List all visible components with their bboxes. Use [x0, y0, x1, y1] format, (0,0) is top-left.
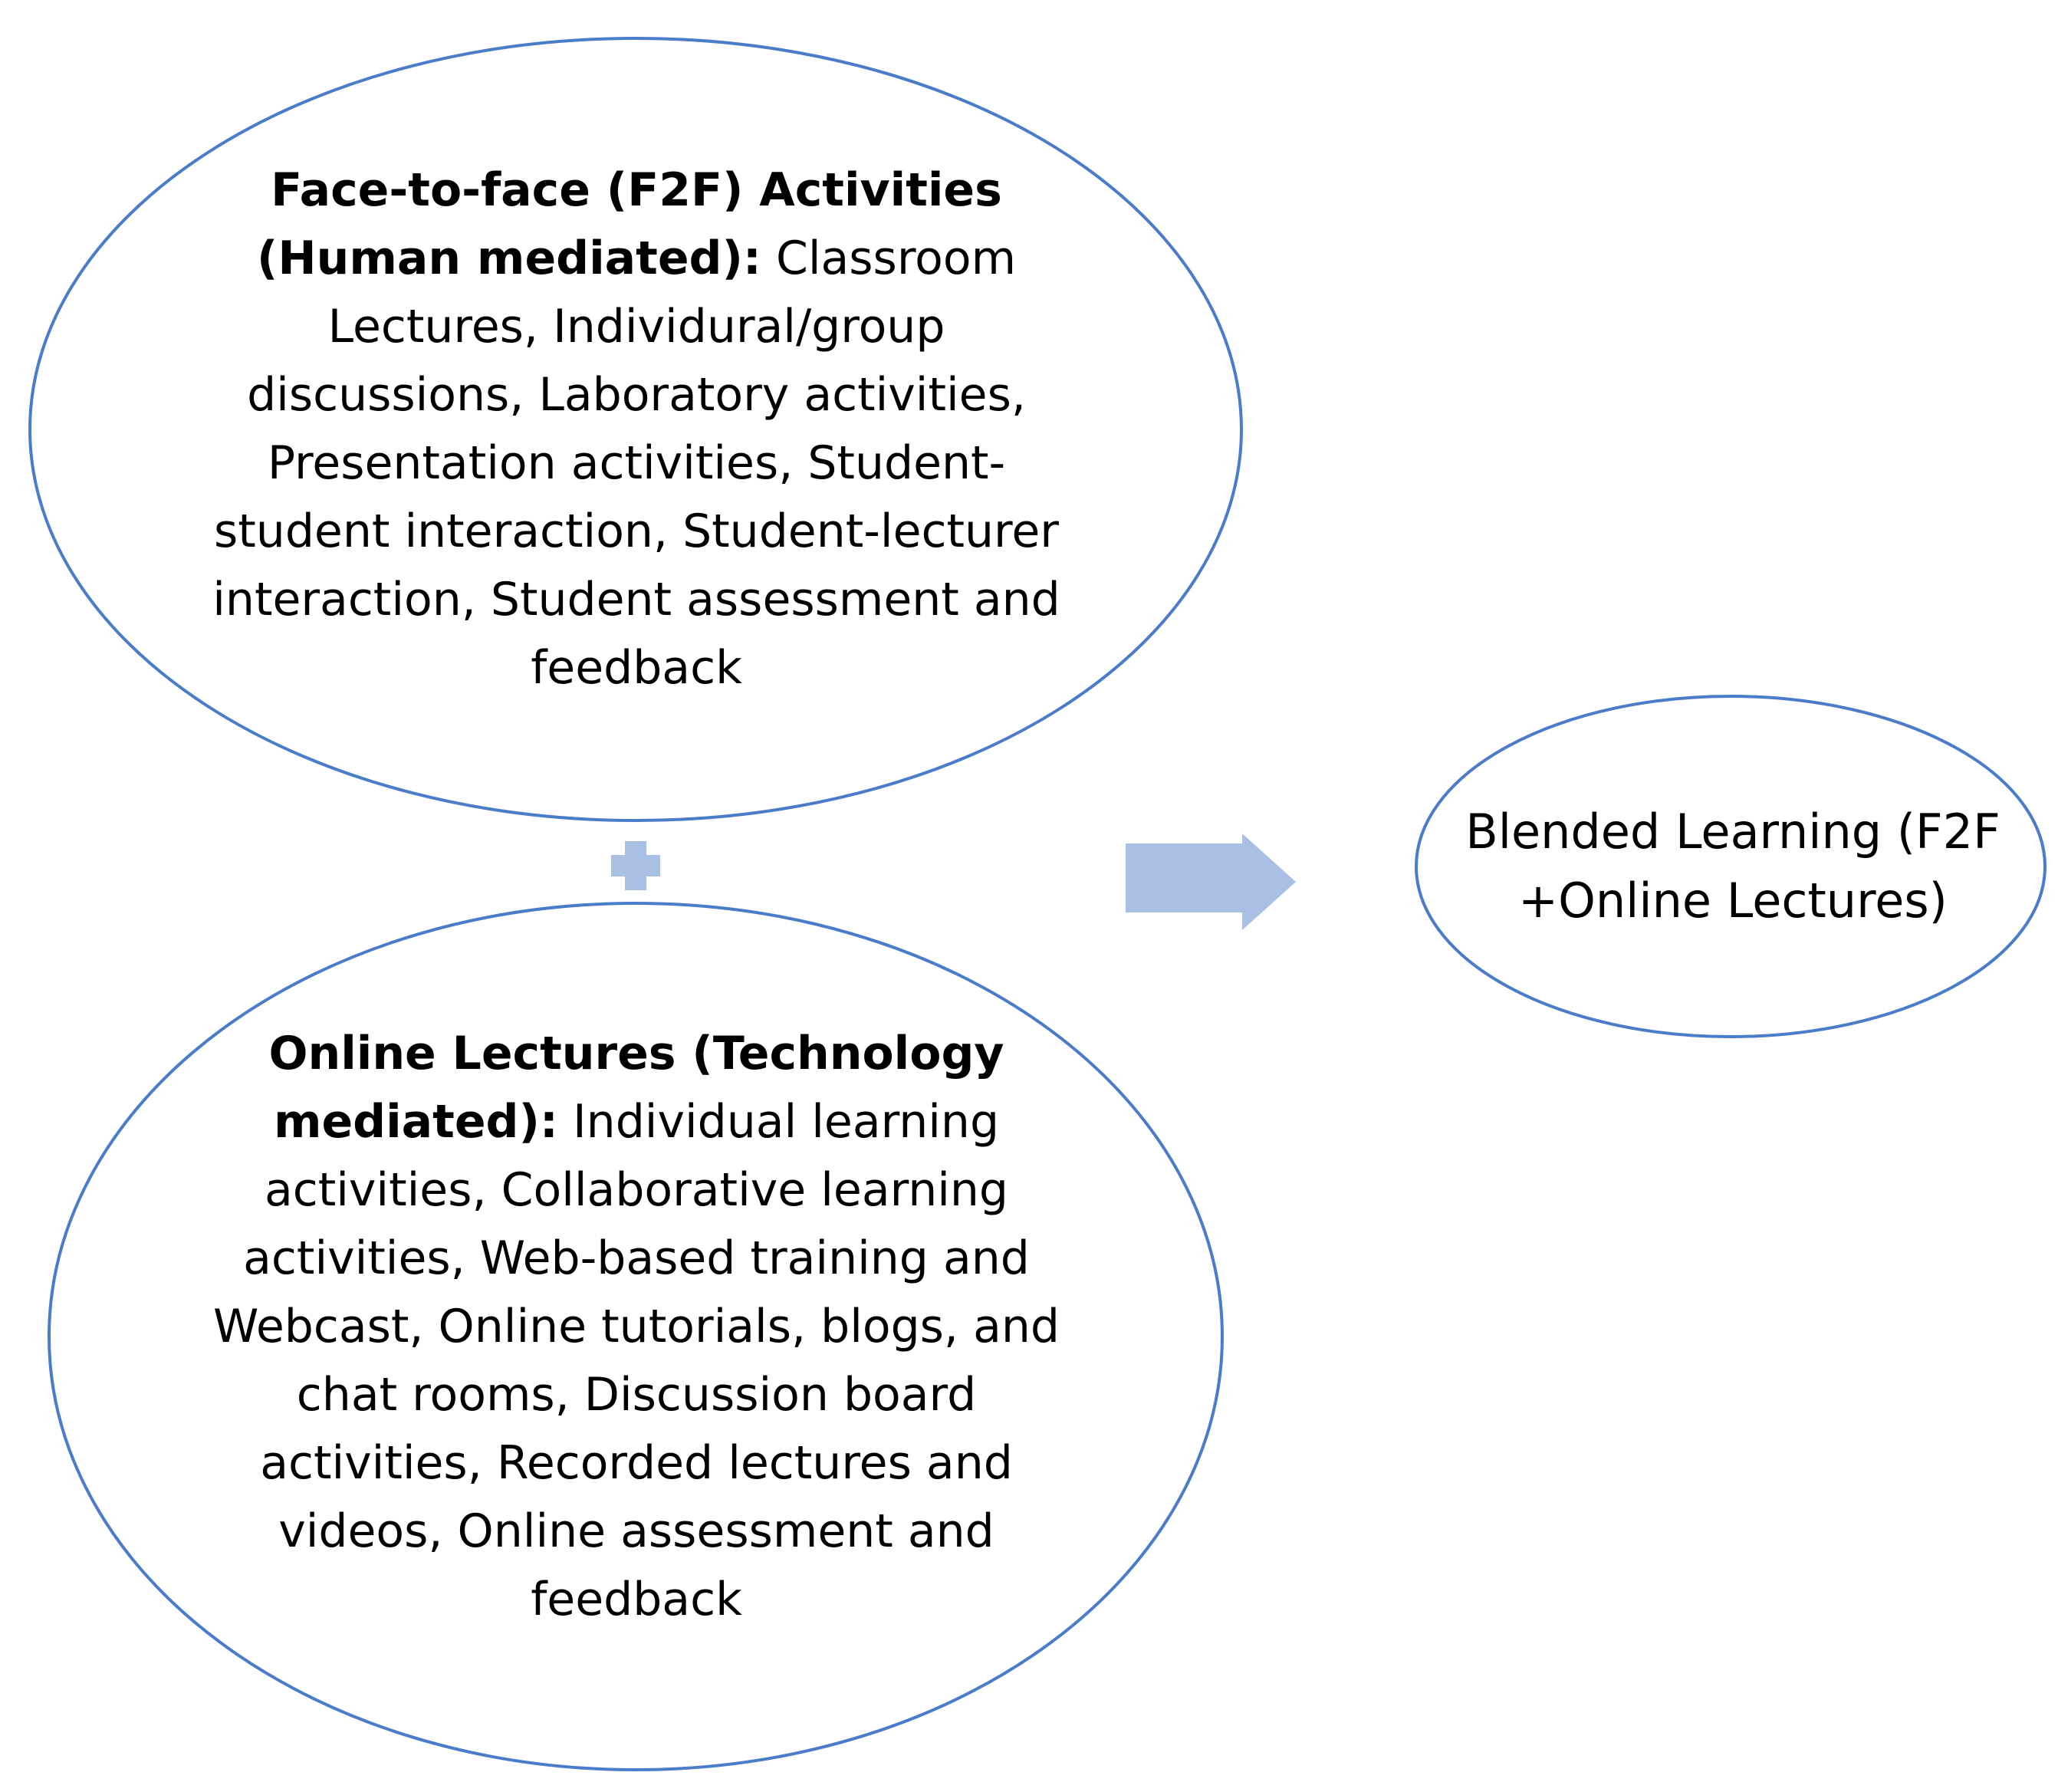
f2f-heading: Face-to-face (F2F) Activities (Human med… [256, 163, 1002, 285]
online-lectures-label: Online Lectures (Technology mediated): I… [184, 1020, 1089, 1634]
blended-learning-label: Blended Learning (F2F +Online Lectures) [1465, 804, 2000, 929]
online-heading: Online Lectures (Technology mediated): [268, 1026, 1004, 1149]
online-ellipse [48, 902, 1224, 1771]
right-arrow-icon [1126, 834, 1296, 930]
blended-learning-node: Blended Learning (F2F +Online Lectures) [1449, 725, 2017, 1008]
blended-ellipse [1415, 695, 2046, 1038]
plus-icon [611, 841, 660, 890]
f2f-activities-label: Face-to-face (F2F) Activities (Human med… [184, 156, 1089, 702]
f2f-activities-list: Classroom Lectures, Individural/group di… [212, 232, 1060, 695]
f2f-ellipse [28, 37, 1243, 822]
f2f-activities-node: Face-to-face (F2F) Activities (Human med… [184, 146, 1089, 713]
online-lectures-node: Online Lectures (Technology mediated): I… [184, 989, 1089, 1664]
online-activities-list: Individual learning activities, Collabor… [213, 1094, 1060, 1626]
